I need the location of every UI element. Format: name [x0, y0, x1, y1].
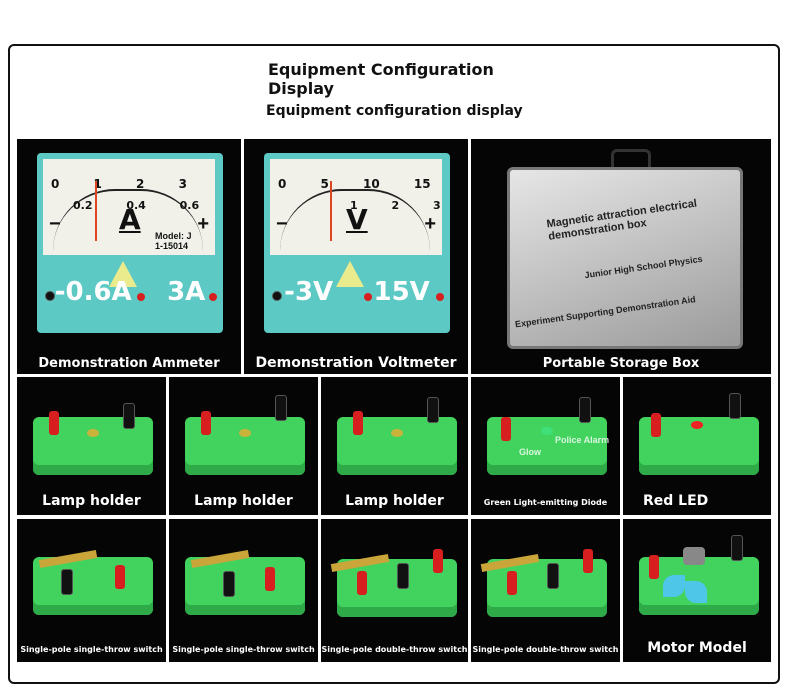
ammeter-range-high: 3A	[167, 277, 206, 307]
terminal-red	[49, 411, 59, 435]
alarm-label: Police Alarm	[555, 435, 610, 445]
ammeter-scale-top: 0 1 2 3	[51, 177, 187, 191]
page-title: Equipment Configuration Display	[268, 60, 494, 98]
voltmeter-caption: Demonstration Voltmeter	[255, 355, 457, 371]
component-caption: Motor Model	[647, 640, 747, 656]
component-caption: Lamp holder	[42, 493, 141, 509]
component-tile: Glow Police Alarm Green Light-emitting D…	[471, 377, 620, 515]
terminal-black	[731, 535, 743, 561]
component-caption: Single-pole single-throw switch	[172, 645, 315, 654]
terminal-black	[123, 403, 135, 429]
terminal-red	[583, 549, 593, 573]
ammeter-model: Model: J 1-15014	[155, 231, 192, 251]
red-led-icon	[691, 421, 703, 429]
ammeter-tile: 0 1 2 3 0.2 0.4 0.6 − + A Model: J 1-150…	[17, 139, 241, 374]
green-base	[33, 557, 153, 615]
meter-needle	[95, 181, 97, 241]
meter-pointer-mark	[109, 261, 137, 287]
terminal-red	[501, 417, 511, 441]
terminal-red	[353, 411, 363, 435]
box-handle	[611, 149, 651, 170]
ammeter-caption: Demonstration Ammeter	[38, 356, 220, 371]
terminal-red	[265, 567, 275, 591]
terminal-red	[436, 293, 444, 301]
terminal-red	[651, 413, 661, 437]
terminal-black	[397, 563, 409, 589]
lamp-socket	[391, 429, 403, 437]
ammeter-body: 0 1 2 3 0.2 0.4 0.6 − + A Model: J 1-150…	[37, 153, 223, 333]
terminal-red	[201, 411, 211, 435]
glow-label: Glow	[519, 447, 541, 457]
component-tile: Red LED	[623, 377, 771, 515]
fan-icon	[685, 581, 707, 603]
storage-box-caption: Portable Storage Box	[542, 356, 700, 371]
terminal-black	[275, 395, 287, 421]
component-tile: Single-pole double-throw switch	[471, 519, 620, 662]
component-caption: Single-pole single-throw switch	[20, 645, 163, 654]
meter-arc	[280, 189, 430, 251]
component-tile: Single-pole single-throw switch	[169, 519, 318, 662]
lamp-socket	[239, 429, 251, 437]
ammeter-ranges: -0.6A 3A	[37, 277, 223, 307]
component-tile: Single-pole double-throw switch	[321, 519, 468, 662]
component-tile: Lamp holder	[321, 377, 468, 515]
component-caption: Green Light-emitting Diode	[483, 498, 608, 507]
ammeter-range-low: -0.6A	[54, 277, 132, 307]
component-tile: Lamp holder	[17, 377, 166, 515]
ammeter-scale-bottom: 0.2 0.4 0.6	[73, 199, 200, 212]
box-text-3: Junior High School Physics	[583, 253, 704, 281]
voltmeter-range-high: 15V	[373, 277, 430, 307]
voltmeter-unit: V	[346, 203, 368, 236]
terminal-red	[364, 293, 372, 301]
plus-sign: +	[197, 213, 209, 235]
component-caption: Single-pole double-throw switch	[472, 645, 619, 654]
component-caption: Lamp holder	[194, 493, 293, 509]
plus-sign: +	[424, 213, 436, 235]
voltmeter-ranges: -3V 15V	[264, 277, 450, 307]
component-tile: Single-pole single-throw switch	[17, 519, 166, 662]
terminal-black	[427, 397, 439, 423]
terminal-red	[357, 571, 367, 595]
meter-arc	[53, 189, 203, 251]
terminal-black	[223, 571, 235, 597]
minus-sign: −	[276, 213, 288, 235]
terminal-black	[579, 397, 591, 423]
box-text-4: Experiment Supporting Demonstration Aid	[514, 294, 697, 330]
ammeter-unit: A	[119, 203, 141, 236]
voltmeter-face: 0 5 10 15 1 2 3 − + V	[270, 159, 442, 255]
component-tile: Motor Model	[623, 519, 771, 662]
terminal-red	[209, 293, 217, 301]
terminal-black	[547, 563, 559, 589]
terminal-red	[649, 555, 659, 579]
meter-pointer-mark	[336, 261, 364, 287]
terminal-black	[61, 569, 73, 595]
terminal-red	[433, 549, 443, 573]
component-caption: Red LED	[643, 493, 709, 509]
terminal-black	[45, 291, 55, 301]
green-led-icon	[541, 427, 553, 435]
terminal-red	[507, 571, 517, 595]
storage-box-tile: Magnetic attraction electrical demonstra…	[471, 139, 771, 374]
voltmeter-tile: 0 5 10 15 1 2 3 − + V -3V 15V Demonstrat…	[244, 139, 468, 374]
component-caption: Lamp holder	[345, 493, 444, 509]
minus-sign: −	[49, 213, 61, 235]
terminal-red	[115, 565, 125, 589]
storage-box: Magnetic attraction electrical demonstra…	[507, 167, 743, 349]
voltmeter-range-low: -3V	[284, 277, 334, 307]
fan-icon	[663, 575, 685, 597]
ammeter-face: 0 1 2 3 0.2 0.4 0.6 − + A Model: J 1-150…	[43, 159, 215, 255]
terminal-red	[137, 293, 145, 301]
component-tile: Lamp holder	[169, 377, 318, 515]
terminal-black	[729, 393, 741, 419]
terminal-black	[272, 291, 282, 301]
meter-needle	[330, 181, 332, 241]
page-subtitle: Equipment configuration display	[266, 103, 523, 119]
green-base	[185, 557, 305, 615]
lamp-socket	[87, 429, 99, 437]
component-caption: Single-pole double-throw switch	[321, 645, 468, 654]
motor-icon	[683, 547, 705, 565]
voltmeter-scale-top: 0 5 10 15	[278, 177, 431, 191]
voltmeter-scale-bottom: 1 2 3	[350, 199, 441, 212]
voltmeter-body: 0 5 10 15 1 2 3 − + V -3V 15V	[264, 153, 450, 333]
